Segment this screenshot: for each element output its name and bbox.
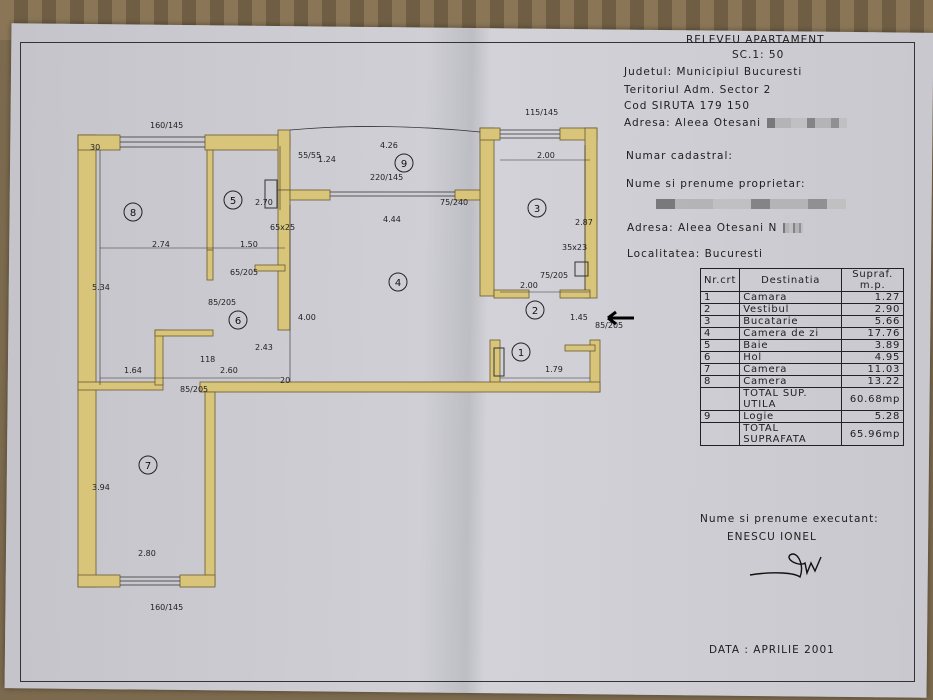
judet: Judetul: Municipiul Bucuresti: [624, 66, 803, 78]
dimension-lines: [99, 145, 590, 385]
localitate: Localitatea: Bucuresti: [627, 248, 763, 260]
executant-name: ENESCU IONEL: [727, 531, 817, 543]
dimension-label: 160/145: [150, 603, 183, 612]
svg-text:4: 4: [395, 278, 401, 289]
svg-text:8: 8: [130, 208, 136, 219]
dimension-label: 2.70: [255, 198, 273, 207]
dimension-label: 85/205: [595, 321, 623, 330]
dimension-label: 2.00: [537, 151, 555, 160]
svg-text:9: 9: [401, 159, 407, 170]
cell-dest: TOTAL SUPRAFATA: [739, 422, 843, 446]
proprietar-label: Nume si prenume proprietar:: [626, 178, 806, 190]
cell-nr: [699, 422, 741, 446]
windows: [120, 126, 560, 586]
svg-text:2: 2: [532, 306, 538, 317]
dimension-label: 4.00: [298, 313, 316, 322]
dimension-label: 55/55: [298, 151, 321, 160]
room-number-9: 9: [394, 153, 414, 173]
walls: [77, 127, 601, 588]
dimension-label: 115/145: [525, 108, 558, 117]
dimension-label: 1.64: [124, 366, 142, 375]
duct-hatch: [574, 261, 589, 277]
room-number-1: 1: [511, 342, 531, 362]
signature: [749, 553, 822, 579]
document-date: DATA : APRILIE 2001: [709, 644, 835, 656]
dimension-label: 75/240: [440, 198, 468, 207]
cod-siruta: Cod SIRUTA 179 150: [624, 100, 751, 112]
svg-text:1: 1: [518, 348, 524, 359]
executant-label: Nume si prenume executant:: [700, 513, 879, 525]
dimension-label: 220/145: [370, 173, 403, 182]
dimension-label: 2.74: [152, 240, 170, 249]
dimension-label: 118: [200, 355, 215, 364]
teritoriu: Teritoriul Adm. Sector 2: [624, 84, 772, 96]
room-number-3: 3: [527, 198, 547, 218]
dimension-label: 65/205: [230, 268, 258, 277]
dimension-label: 2.87: [575, 218, 593, 227]
adresa-proprietate: Adresa: Aleea Otesani: [624, 117, 848, 129]
dimension-label: 1.24: [318, 155, 336, 164]
dimension-label: 85/205: [180, 385, 208, 394]
cell-area: 65.96mp: [841, 422, 905, 446]
numar-cadastral: Numar cadastral:: [626, 150, 733, 162]
dimension-label: 160/145: [150, 121, 183, 130]
dimension-label: 35x23: [562, 243, 587, 252]
redacted: [767, 118, 848, 128]
dimension-label: 3.94: [92, 483, 110, 492]
room-number-7: 7: [138, 455, 158, 475]
document-title: RELEVEU APARTAMENT: [686, 34, 825, 46]
dimension-label: 30: [90, 143, 100, 152]
svg-text:3: 3: [534, 204, 540, 215]
svg-text:5: 5: [230, 196, 236, 207]
dimension-label: 1.45: [570, 313, 588, 322]
dimension-label: 20: [280, 376, 290, 385]
drawing-frame: [20, 42, 915, 682]
dimension-label: 4.26: [380, 141, 398, 150]
dimension-label: 2.60: [220, 366, 238, 375]
duct-hatch: [493, 347, 505, 377]
duct-hatch: [264, 179, 278, 209]
dimension-label: 4.44: [383, 215, 401, 224]
room-number-5: 5: [223, 190, 243, 210]
room-number-2: 2: [525, 300, 545, 320]
dimension-label: 85/205: [208, 298, 236, 307]
room-number-4: 4: [388, 272, 408, 292]
scale: SC.1: 50: [732, 49, 785, 61]
redacted-owner: [650, 198, 846, 210]
dimension-label: 2.00: [520, 281, 538, 290]
dimension-label: 65x25: [270, 223, 295, 232]
entrance-arrow-icon: [607, 310, 634, 326]
room-number-6: 6: [228, 310, 248, 330]
dimension-label: 5.34: [92, 283, 110, 292]
room-number-8: 8: [123, 202, 143, 222]
redacted: [783, 223, 804, 233]
adresa-proprietar: Adresa: Aleea Otesani N: [627, 222, 804, 234]
redacted: [656, 199, 846, 209]
dimension-label: 2.43: [255, 343, 273, 352]
dimension-label: 75/205: [540, 271, 568, 280]
svg-text:6: 6: [235, 316, 241, 327]
cell-dest: TOTAL SUP. UTILA: [739, 387, 843, 411]
adresa-text: Adresa: Aleea Otesani: [624, 117, 762, 129]
dimension-label: 1.79: [545, 365, 563, 374]
adresa-text: Adresa: Aleea Otesani N: [627, 222, 778, 234]
svg-text:7: 7: [145, 461, 151, 472]
dimension-label: 2.80: [138, 549, 156, 558]
col-destinatia: Destinatia: [739, 268, 843, 292]
dimension-label: 1.50: [240, 240, 258, 249]
